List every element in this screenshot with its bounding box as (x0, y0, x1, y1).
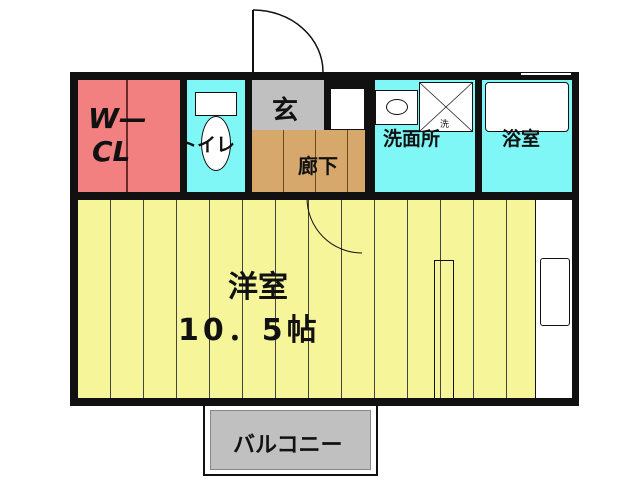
balcony-label: バルコニー (233, 433, 343, 458)
kitchen-sink (540, 258, 570, 326)
window-bath (520, 72, 572, 76)
washer-label: 洗 (440, 120, 450, 130)
hallway: 廊下 (252, 130, 365, 192)
room-door-swing (306, 197, 363, 254)
closet-door-marker (434, 260, 454, 400)
bathroom-label: 浴室 (502, 128, 541, 150)
entrance-label: 玄 (272, 96, 299, 126)
toilet-bowl (201, 116, 231, 171)
western-room-label: 洋室 (228, 270, 288, 305)
washroom: 洗 洗面所 (375, 80, 475, 192)
entrance: 玄 (252, 80, 324, 130)
western-room-size: 10．5帖 (178, 313, 321, 348)
wcl-label-line1: W— (88, 102, 147, 135)
walk-in-closet: W— CL (78, 80, 180, 192)
kitchen (535, 200, 572, 398)
hanger-rod (126, 80, 128, 192)
toilet-room (187, 80, 245, 192)
hallway-label: 廊下 (298, 154, 338, 178)
washroom-label: 洗面所 (383, 128, 441, 150)
toilet-tank (195, 92, 237, 116)
bathtub (485, 82, 569, 132)
wcl-label-line2: CL (92, 135, 131, 168)
toilet-label: トイレ (178, 134, 236, 156)
balcony: バルコニー (203, 404, 378, 476)
western-room: 洋室 10．5帖 (78, 200, 535, 400)
bathroom: 浴室 (482, 80, 572, 192)
shoe-closet (330, 88, 365, 130)
washer-space: 洗 (419, 82, 473, 132)
washbasin (375, 90, 418, 125)
entrance-door-swing (252, 9, 324, 73)
